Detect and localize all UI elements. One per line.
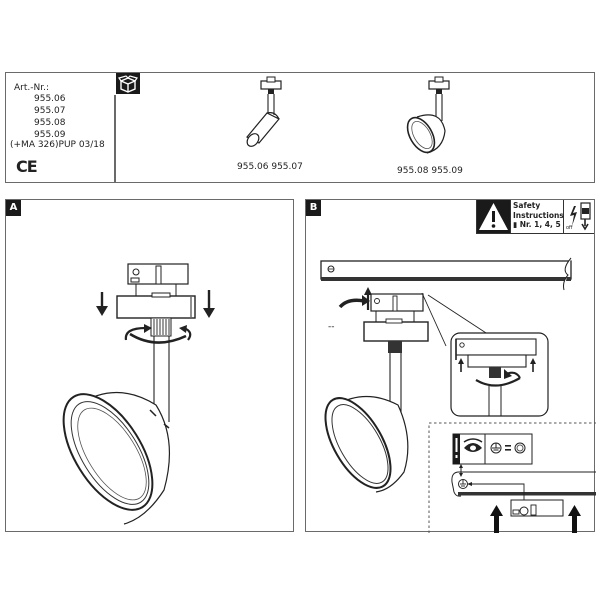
panel-b: B Safety Instructions ▮ Nr. 1, 4, 5 off xyxy=(305,199,596,533)
screw-icon xyxy=(514,442,526,454)
knurled-knob xyxy=(150,317,172,337)
article-extra: (+MA 326)PUP 03/18 xyxy=(10,140,105,150)
article-number: 955.07 xyxy=(34,106,66,116)
divider xyxy=(114,95,116,183)
earth-symbol-icon xyxy=(490,442,502,454)
safety-text: Safety Instructions ▮ Nr. 1, 4, 5 xyxy=(510,200,564,233)
track-adapter xyxy=(363,293,429,342)
article-number: 955.09 xyxy=(34,130,66,140)
arrow-up-icon xyxy=(364,287,372,310)
article-number: 955.06 xyxy=(34,94,66,104)
earth-symbol-icon xyxy=(458,479,468,489)
arrow-up-icon xyxy=(458,358,464,372)
warning-triangle-icon xyxy=(477,200,510,233)
arrow-down-icon xyxy=(96,292,108,316)
track-adapter xyxy=(116,263,196,319)
safety-title: Safety xyxy=(513,201,541,210)
dome-spotlight-drawing xyxy=(406,76,450,154)
article-number: 955.08 xyxy=(34,118,66,128)
off-label: off xyxy=(566,225,573,231)
article-number-column: Art.-Nr.: 955.06 955.07 955.08 955.09 (+… xyxy=(6,73,108,182)
insert-arrow-icon xyxy=(338,295,370,309)
package-box-icon xyxy=(116,73,140,94)
power-off-icon: off xyxy=(564,200,594,233)
panel-letter: B xyxy=(306,200,321,216)
arrow-up-icon xyxy=(568,505,581,533)
dome-spotlight xyxy=(324,396,409,493)
detail-callout xyxy=(450,332,549,417)
safety-ref-text: Nr. 1, 4, 5 xyxy=(519,220,561,229)
safety-title: Instructions xyxy=(513,210,564,220)
book-icon: ▮ xyxy=(513,220,518,229)
cylinder-spotlight-drawing xyxy=(246,76,282,147)
rotation-arrow-icon xyxy=(475,369,521,387)
earth-check-inset xyxy=(428,422,596,533)
ce-mark: CE xyxy=(16,157,38,176)
dome-spotlight xyxy=(62,391,171,525)
article-info-box: Art.-Nr.: 955.06 955.07 955.08 955.09 (+… xyxy=(5,72,595,183)
product-caption: 955.06 955.07 xyxy=(237,162,303,172)
panel-letter: A xyxy=(6,200,21,216)
arrow-down-icon xyxy=(203,290,215,318)
arrow-up-icon xyxy=(490,505,503,533)
rotation-arrow-icon xyxy=(124,324,192,344)
adapter-rotation-drawing xyxy=(62,263,215,525)
svg-text:--: -- xyxy=(328,322,335,332)
panel-a: A xyxy=(5,199,294,532)
safety-ref: ▮ Nr. 1, 4, 5 xyxy=(513,220,561,230)
track-installation-drawing: -- xyxy=(320,257,596,533)
track-rail xyxy=(320,257,572,291)
arrow-up-icon xyxy=(530,358,536,372)
eye-icon xyxy=(463,438,483,452)
article-label: Art.-Nr.: xyxy=(14,83,49,93)
product-caption: 955.08 955.09 xyxy=(397,166,463,176)
safety-instructions-box: Safety Instructions ▮ Nr. 1, 4, 5 off xyxy=(476,200,594,234)
